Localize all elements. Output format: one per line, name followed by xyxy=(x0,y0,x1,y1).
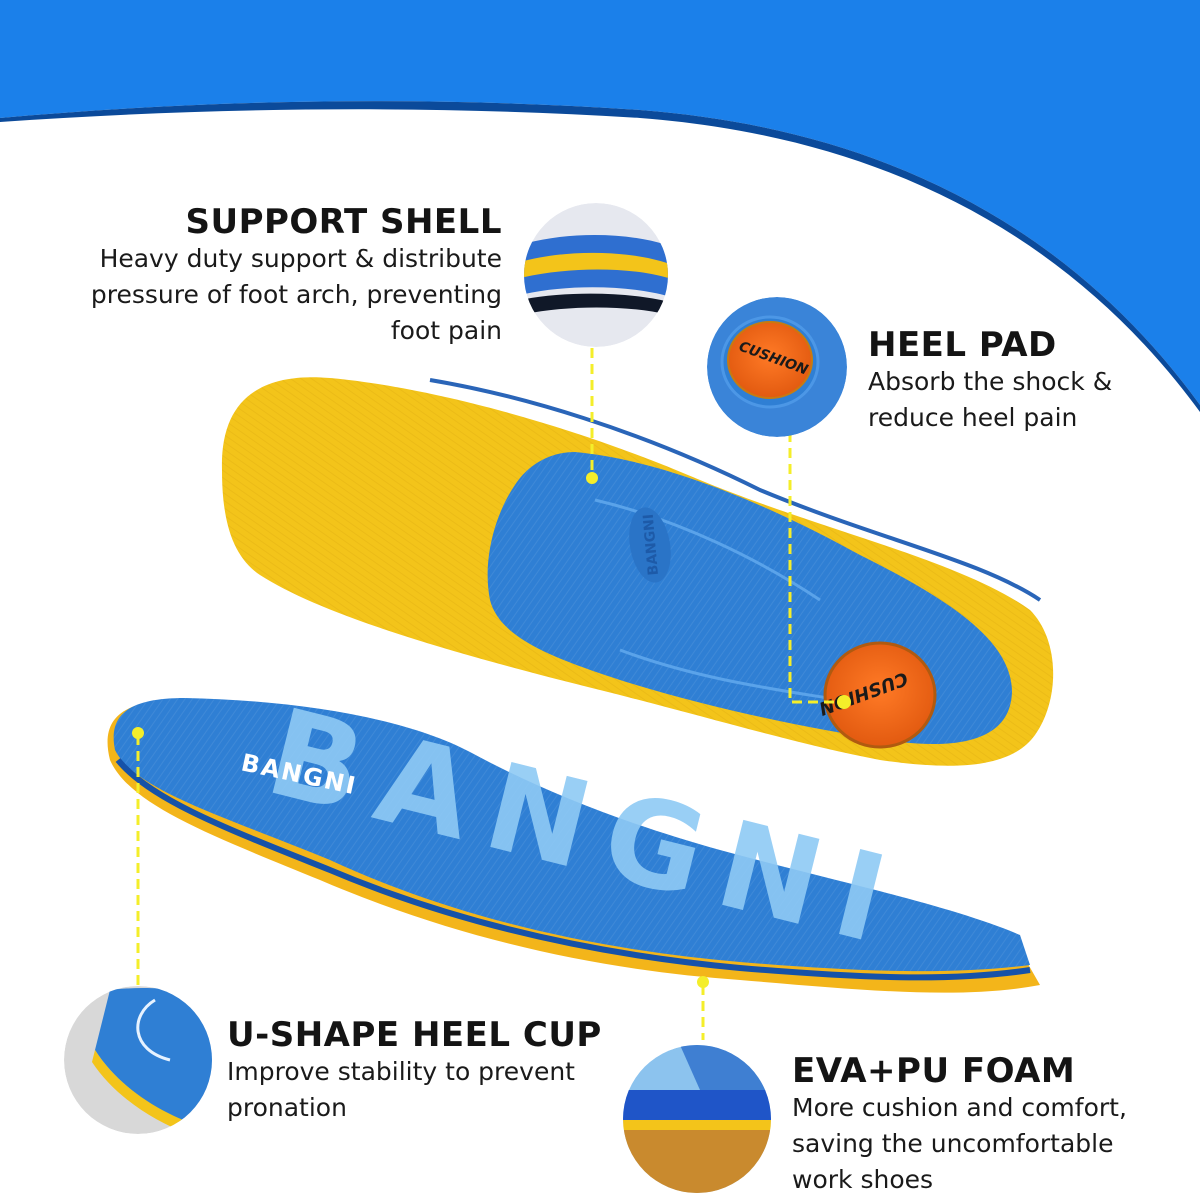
watermark-logo-small: BANGNI xyxy=(641,513,662,576)
feature-desc-line: foot pain xyxy=(390,316,502,345)
header-banner xyxy=(0,0,1200,405)
feature-title: U-SHAPE HEEL CUP xyxy=(227,1015,602,1055)
upper-insole: BANGNI CUSHION xyxy=(221,377,1054,766)
feature-desc-line: Heavy duty support & distribute xyxy=(99,244,502,273)
feature-title: HEEL PAD xyxy=(868,325,1057,365)
feature-desc-line: Improve stability to prevent xyxy=(227,1057,575,1086)
feature-desc-line: pronation xyxy=(227,1093,347,1122)
feature-support-shell: SUPPORT SHELL Heavy duty support & distr… xyxy=(91,203,502,349)
feature-u-shape-heel-cup: U-SHAPE HEEL CUP Improve stability to pr… xyxy=(227,1016,602,1126)
heel-pad-thumbnail: CUSHION xyxy=(707,297,847,437)
heel-pad-disc xyxy=(823,641,937,749)
foam-thumbnail xyxy=(623,1045,771,1193)
callout-lines xyxy=(136,348,842,1040)
feature-desc-line: pressure of foot arch, preventing xyxy=(90,280,502,309)
heel-cup-thumbnail xyxy=(64,986,212,1134)
feature-desc-line: reduce heel pain xyxy=(868,403,1078,432)
feature-title: EVA+PU FOAM xyxy=(792,1051,1076,1091)
callout-dots xyxy=(132,472,851,988)
feature-desc-line: More cushion and comfort, xyxy=(792,1093,1127,1122)
feature-desc-line: Absorb the shock & xyxy=(868,367,1113,396)
feature-desc-line: work shoes xyxy=(792,1165,934,1194)
support-shell-thumbnail xyxy=(524,203,668,347)
feature-eva-pu-foam: EVA+PU FOAM More cushion and comfort, sa… xyxy=(792,1052,1127,1198)
feature-heel-pad: HEEL PAD Absorb the shock & reduce heel … xyxy=(868,326,1112,436)
feature-title: SUPPORT SHELL xyxy=(185,202,502,242)
feature-desc-line: saving the uncomfortable xyxy=(792,1129,1114,1158)
